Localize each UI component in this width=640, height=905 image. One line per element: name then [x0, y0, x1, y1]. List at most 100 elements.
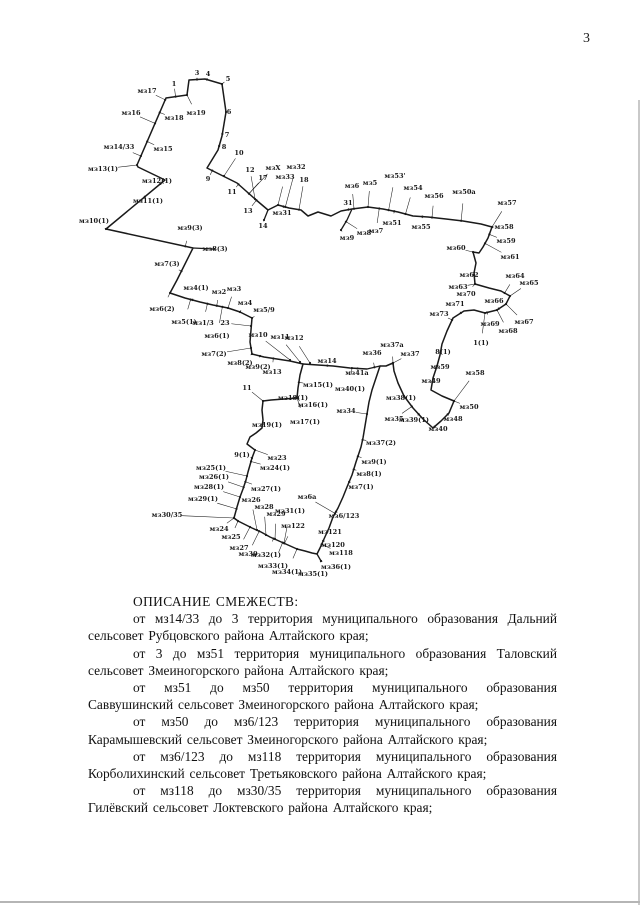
map-point-label: мз5(1)	[171, 318, 196, 326]
boundary-point	[366, 205, 370, 209]
label-leader-line	[355, 412, 368, 415]
boundary-point	[272, 357, 275, 360]
map-point-label: мз26(1)	[199, 473, 229, 481]
map-point-label: мз30/35	[152, 511, 183, 519]
boundary-point	[495, 308, 499, 312]
map-point-label: 1	[172, 80, 177, 88]
map-point-label: мз30	[238, 550, 258, 558]
label-leader-line	[243, 526, 251, 540]
label-leader-line	[231, 323, 252, 327]
map-point-label: мз5	[363, 179, 378, 187]
map-point-label: мз5/9	[253, 306, 275, 314]
map-point-label: мз8(3)	[202, 245, 227, 253]
map-point-label: мз58	[494, 223, 514, 231]
map-point-label: мз70	[456, 290, 476, 298]
map-point-label: мз120	[321, 541, 345, 549]
label-leader-line	[467, 283, 476, 286]
boundary-point	[236, 519, 240, 523]
label-leader-line	[187, 299, 191, 310]
boundary-point	[168, 291, 172, 295]
map-point-label: мз31(1)	[275, 507, 305, 515]
label-leader-line	[174, 88, 176, 97]
boundary-point	[322, 539, 325, 542]
boundary-point	[191, 298, 194, 302]
boundary-point	[249, 346, 253, 350]
boundary-point	[174, 95, 177, 98]
boundary-point	[298, 360, 302, 364]
boundary-point	[373, 366, 376, 369]
map-point-label: 17	[258, 174, 268, 182]
label-leader-line	[392, 358, 402, 364]
label-leader-line	[252, 531, 260, 546]
label-leader-line	[250, 176, 256, 200]
map-point-label: мз37а	[380, 341, 404, 349]
label-leader-line	[491, 211, 503, 228]
boundary-point	[248, 525, 252, 529]
map-point-label: 8(1)	[435, 348, 450, 356]
map-point-label: мз33	[275, 173, 295, 181]
boundary-point	[430, 216, 434, 219]
map-point-label: мз15(1)	[303, 381, 333, 389]
map-point-label: мз16	[121, 109, 141, 117]
label-leader-line	[296, 397, 301, 408]
boundary-point	[503, 291, 506, 295]
map-point-label: мз73	[429, 310, 449, 318]
map-point-label: мз16(1)	[298, 401, 328, 409]
boundary-point	[211, 169, 214, 172]
boundary-point	[255, 528, 259, 532]
boundary-point	[326, 530, 329, 533]
map-point-label: мз9(2)	[245, 363, 270, 371]
boundary-point	[253, 197, 257, 201]
boundary-point	[295, 547, 299, 551]
boundary-point	[297, 208, 301, 211]
map-point-label: мз6/123	[329, 512, 360, 520]
label-leader-line	[254, 449, 268, 455]
label-leader-line	[223, 158, 236, 177]
map-point-label: мз36(1)	[321, 563, 351, 571]
map-point-label: 7	[225, 131, 230, 139]
boundary-point	[146, 140, 149, 143]
adjacency-item: от мз14/33 до 3 территория муниципальног…	[88, 611, 557, 644]
boundary-point	[258, 354, 262, 358]
map-point-label: мз34	[336, 407, 356, 415]
boundary-point	[378, 207, 381, 210]
map-point-label: мз50а	[452, 188, 476, 196]
boundary-point	[249, 460, 253, 463]
boundary-point	[221, 132, 224, 136]
boundary-point	[344, 220, 348, 223]
label-leader-line	[315, 501, 336, 514]
boundary-point	[249, 324, 253, 328]
boundary-point	[283, 542, 286, 545]
map-point-label: мз18(1)	[278, 394, 308, 402]
boundary-point	[352, 207, 356, 210]
boundary-point	[282, 205, 285, 208]
label-leader-line	[345, 221, 358, 229]
boundary-point	[435, 364, 439, 368]
description-heading: ОПИСАНИЕ СМЕЖЕСТВ:	[133, 594, 299, 609]
boundary-point	[244, 480, 247, 483]
map-point-label: мз68	[498, 327, 518, 335]
map-point-label: мз65	[519, 279, 539, 287]
label-leader-line	[245, 481, 253, 485]
map-point-label: мз2	[212, 288, 227, 296]
map-point-label: мз58	[465, 369, 485, 377]
map-point-label: мз25	[221, 533, 241, 541]
map-point-label: 4	[206, 70, 211, 78]
boundary-point	[473, 273, 476, 276]
label-leader-line	[505, 303, 518, 316]
map-point-label: мз31	[272, 209, 291, 217]
map-point-label: 13	[243, 207, 253, 215]
map-point-label: мз29(1)	[188, 495, 218, 503]
map-point-label: мз7(1)	[348, 483, 373, 491]
boundary-point	[356, 455, 359, 458]
boundary-point	[262, 218, 266, 222]
map-point-label: мз35	[384, 415, 404, 423]
boundary-point	[320, 543, 323, 546]
map-point-label: 23	[220, 319, 230, 327]
map-point-label: мз41а	[345, 369, 369, 377]
boundary-point	[226, 306, 230, 310]
boundary-point	[158, 111, 161, 114]
label-leader-line	[251, 391, 264, 402]
map-point-label: мз12	[284, 334, 303, 342]
map-point-label: 8	[222, 143, 227, 151]
